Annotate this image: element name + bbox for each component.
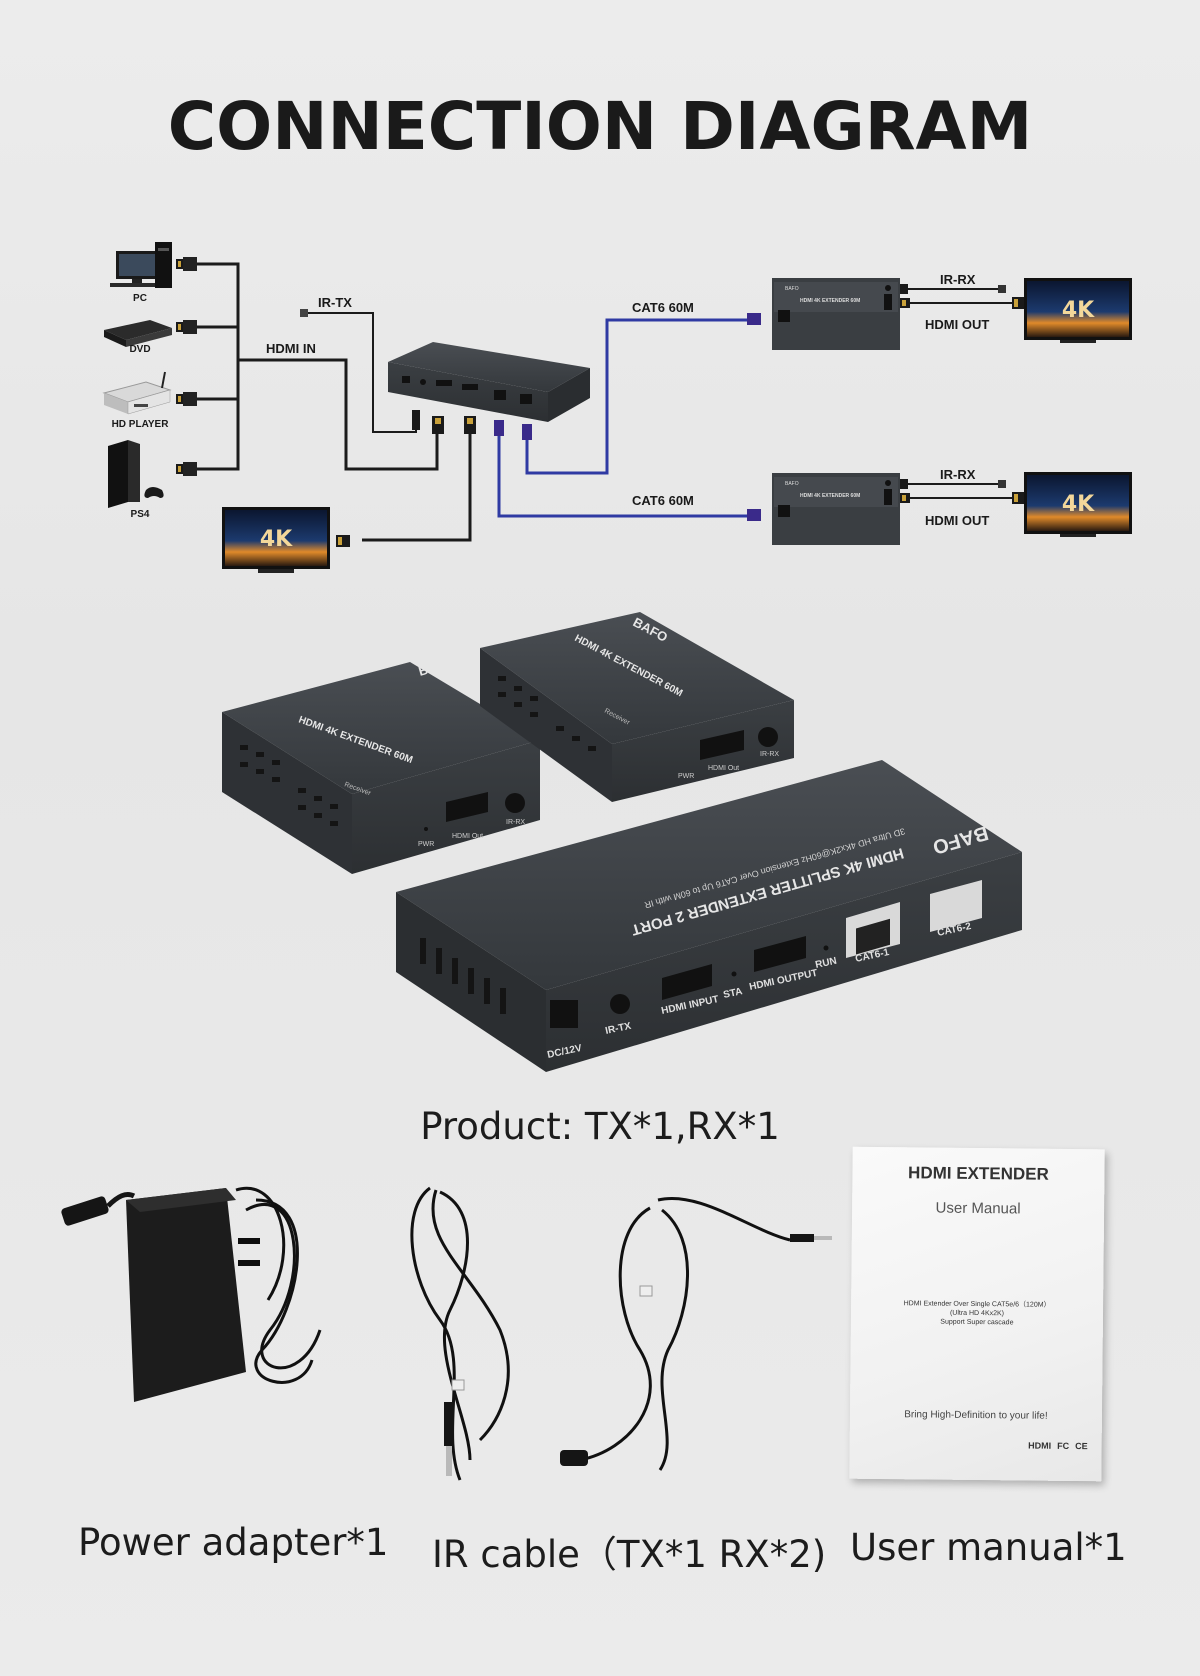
ir-receiver-cable-icon [560, 1197, 832, 1471]
hdmi-out-label-top: HDMI OUT [925, 317, 989, 332]
source-label-dvd: DVD [129, 344, 150, 355]
ir-rx-label-top: IR-RX [940, 272, 976, 287]
receiver-bottom-brand: BAFO [785, 481, 799, 487]
receiver-bottom-diagram [772, 473, 900, 545]
cat6-plugs [747, 313, 761, 521]
accessory-label-ir-cable: IR cable（TX*1 RX*2) [432, 1533, 827, 1576]
receiver-right-port-pwr: PWR [678, 773, 694, 780]
receiver-product-right [480, 612, 794, 802]
ir-rx-label-bottom: IR-RX [940, 467, 976, 482]
splitter-port-sta: STA [722, 986, 743, 1001]
hdmi-out-label-bottom: HDMI OUT [925, 513, 989, 528]
cat6-label-bottom: CAT6 60M [632, 493, 694, 508]
hdmi-in-label: HDMI IN [266, 341, 316, 356]
ir-tx-label: IR-TX [318, 295, 352, 310]
dvd-player-icon [104, 320, 172, 347]
receiver-top-diagram [772, 278, 900, 350]
receiver-top-brand: BAFO [785, 286, 799, 292]
accessory-label-user-manual: User manual*1 [850, 1526, 1127, 1569]
ir-tx-sensor-icon [300, 309, 308, 317]
tv-icon-top [1024, 278, 1132, 343]
ce-logo-icon: CE [1075, 1441, 1088, 1452]
receiver-left-port-hdmi: HDMI Out [452, 833, 483, 840]
ir-cable-icon [410, 1186, 510, 1481]
page-title: CONNECTION DIAGRAM [167, 88, 1033, 165]
manual-subtitle: User Manual [935, 1199, 1021, 1218]
receiver-output-cables [906, 288, 1020, 499]
tv-badge-top: 4K [1062, 298, 1095, 323]
receiver-right-port-hdmi: HDMI Out [708, 765, 739, 772]
receiver-left-brand: BAFO [417, 654, 457, 679]
accessory-label-power-adapter: Power adapter*1 [78, 1521, 389, 1564]
receiver-output-plugs [900, 284, 1024, 504]
splitter-port-irtx: IR-TX [604, 1021, 632, 1037]
hdmi-in-cables [197, 262, 472, 542]
receiver-left-port-pwr: PWR [418, 841, 434, 848]
source-label-pc: PC [133, 293, 147, 304]
manual-title: HDMI EXTENDER [908, 1163, 1049, 1184]
game-console-icon [108, 440, 164, 508]
receiver-left-port-ir: IR-RX [506, 819, 525, 826]
splitter-plugs [412, 410, 532, 440]
hdmi-logo-icon: HDMI [1028, 1440, 1052, 1451]
cat6-cables [497, 318, 747, 518]
splitter-transmitter-diagram [388, 342, 590, 422]
source-hdmi-plugs [176, 257, 197, 476]
user-manual-icon: HDMI EXTENDER User Manual HDMI Extender … [849, 1146, 1105, 1482]
manual-desc-3: Support Super cascade [940, 1318, 1014, 1327]
tv-icon-local [222, 507, 350, 573]
splitter-product [396, 760, 1022, 1072]
receiver-right-port-ir: IR-RX [760, 751, 779, 758]
splitter-port-run: RUN [814, 956, 837, 971]
manual-tagline: Bring High-Definition to your life! [904, 1409, 1048, 1422]
source-label-ps4: PS4 [131, 509, 150, 520]
hd-player-icon [102, 371, 172, 415]
receiver-bottom-model: HDMI 4K EXTENDER 60M [800, 493, 860, 499]
receiver-top-model: HDMI 4K EXTENDER 60M [800, 298, 860, 304]
tv-badge-bottom: 4K [1062, 492, 1095, 517]
manual-logos: HDMI FC CE [1028, 1441, 1088, 1452]
tv-badge-local: 4K [260, 527, 293, 552]
power-adapter-icon [61, 1186, 322, 1402]
cat6-label-top: CAT6 60M [632, 300, 694, 315]
fc-logo-icon: FC [1057, 1440, 1070, 1451]
receiver-product-left [222, 662, 540, 874]
source-label-hd-player: HD PLAYER [112, 419, 170, 430]
product-caption: Product: TX*1,RX*1 [420, 1105, 780, 1148]
tv-icon-bottom [1024, 472, 1132, 537]
pc-icon [110, 242, 172, 288]
